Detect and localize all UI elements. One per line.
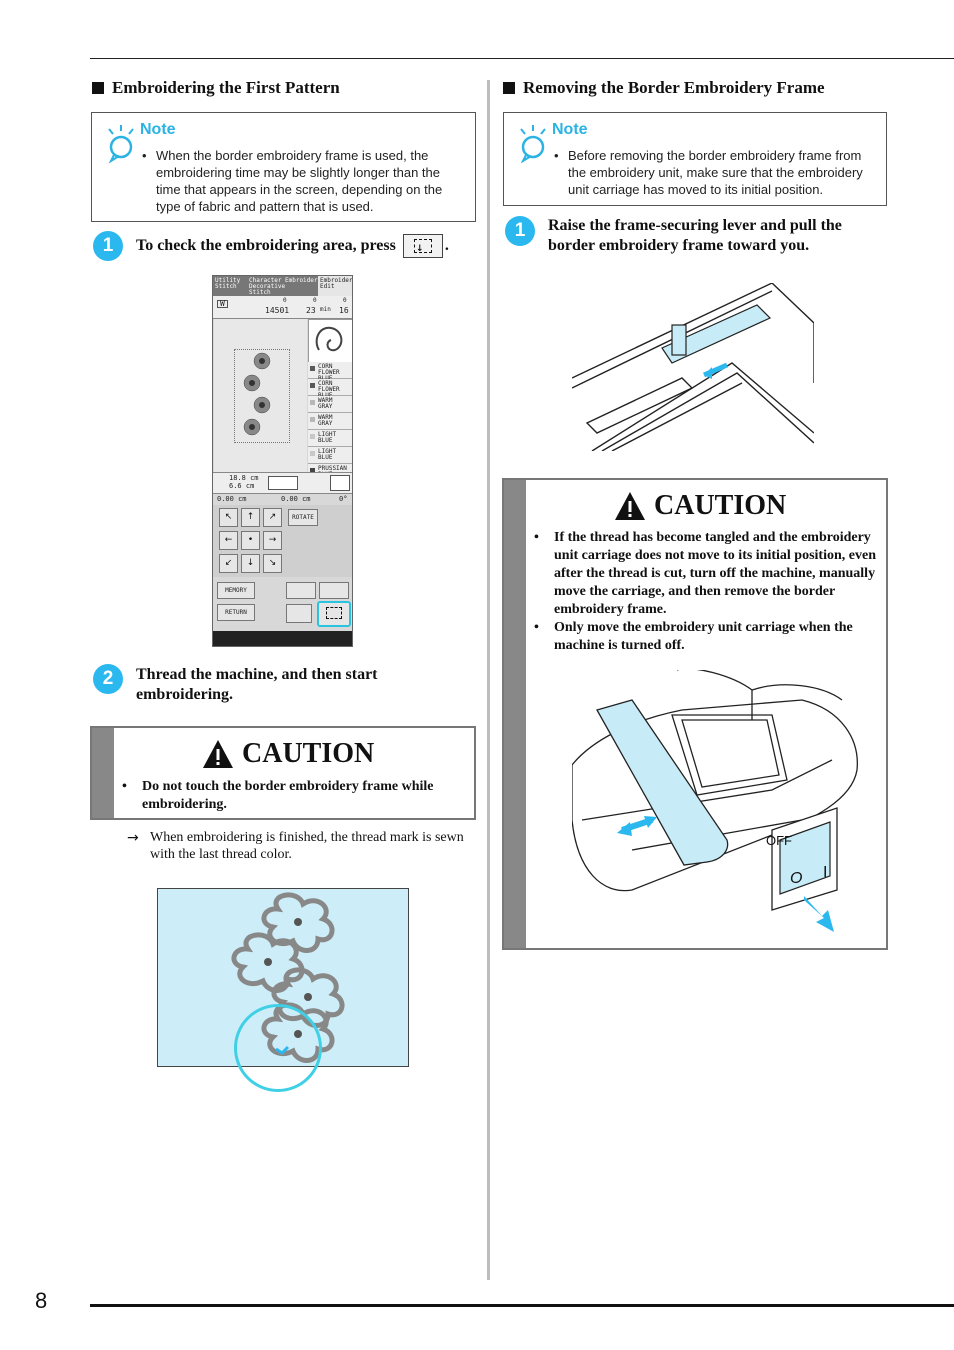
lightbulb-icon [108, 125, 134, 163]
column-divider [487, 80, 490, 1280]
thread-mark-highlight-circle [234, 1004, 322, 1092]
screen-tab-bar [213, 276, 352, 296]
caution-item: • Do not touch the border embroidery fra… [122, 779, 434, 812]
lightbulb-icon [520, 125, 546, 163]
presser-foot-icon: W [217, 300, 228, 308]
result-text: When embroidering is finished, the threa… [150, 830, 464, 862]
tab-character[interactable]: Character Decorative Stitch [249, 277, 286, 296]
stitch-zero: 0 [283, 297, 287, 304]
tension-button[interactable] [319, 582, 349, 599]
rotate-button[interactable]: ROTATE [288, 509, 318, 526]
caution-box-right: CAUTION • If the thread has become tangl… [502, 478, 888, 950]
sewing-machine-illustration [572, 670, 858, 932]
caution-title: CAUTION [202, 738, 374, 770]
move-up-right-button[interactable]: ↗ [263, 508, 282, 527]
swirl-icon [315, 326, 343, 352]
caution-item: • Only move the embroidery unit carriage… [534, 620, 853, 653]
note-item: • Before removing the border embroidery … [554, 148, 863, 197]
memory-button[interactable]: MEMORY [217, 582, 255, 599]
note-title: Note [140, 121, 176, 138]
caution-side-bar [92, 728, 114, 818]
move-center-button[interactable]: • [241, 531, 260, 550]
caution-item: • If the thread has become tangled and t… [534, 530, 876, 617]
move-up-button[interactable]: ↑ [241, 508, 260, 527]
angle-value: 0° [339, 495, 348, 503]
color-swatch [310, 468, 315, 473]
thread-cut-button[interactable] [286, 582, 316, 599]
color-row[interactable]: WARM GRAY [308, 413, 352, 430]
time-total: 23 [306, 306, 316, 315]
note-box-right: Note • Before removing the border embroi… [503, 112, 887, 206]
step-number-1: 1 [93, 231, 123, 261]
color-row[interactable]: WARM GRAY [308, 396, 352, 413]
check-area-button[interactable] [317, 601, 351, 627]
time-zero: 0 [313, 297, 317, 304]
switch-off-label: OFF [766, 833, 792, 848]
note-title: Note [552, 121, 588, 138]
caution-box-left: CAUTION • Do not touch the border embroi… [90, 726, 476, 820]
start-point-button[interactable] [286, 604, 312, 623]
check-area-key-icon: ↓ [402, 234, 443, 258]
bottom-rule [90, 1304, 954, 1307]
return-button[interactable]: RETURN [217, 604, 255, 621]
switch-off-symbol: O [790, 870, 803, 887]
color-zero: 0 [343, 297, 347, 304]
color-row[interactable]: CORN FLOWER BLUE [308, 379, 352, 399]
square-bullet-icon [503, 82, 515, 94]
step-1-text: To check the embroidering area, press ↓ … [136, 234, 449, 258]
step-1-text: Raise the frame-securing lever and pull … [548, 217, 842, 254]
move-down-left-button[interactable]: ↙ [219, 554, 238, 573]
note-item: • When the border embroidery frame is us… [142, 148, 443, 214]
frame-size-icon [268, 476, 298, 490]
step-number-2: 2 [93, 664, 123, 694]
tab-embroidery[interactable]: Embroidery [285, 277, 322, 284]
color-row[interactable]: LIGHT BLUE [308, 430, 352, 447]
color-count: 16 [339, 306, 349, 315]
move-down-button[interactable]: ↓ [241, 554, 260, 573]
color-swatch [310, 417, 315, 422]
section-heading-left: Embroidering the First Pattern [92, 78, 340, 98]
tab-utility[interactable]: Utility Stitch [215, 277, 241, 290]
frame-removal-illustration [572, 283, 814, 451]
caution-title: CAUTION [614, 490, 786, 522]
size-height: 18.8 cm [229, 474, 259, 482]
page-number: 8 [35, 1288, 48, 1313]
embroidery-screen: Utility Stitch Character Decorative Stit… [212, 275, 353, 647]
square-bullet-icon [92, 82, 104, 94]
warning-icon [615, 492, 645, 520]
color-list: CORN FLOWER BLUE CORN FLOWER BLUE WARM G… [308, 362, 352, 481]
section-heading-right: Removing the Border Embroidery Frame [503, 78, 825, 98]
step-2-text: Thread the machine, and then start embro… [136, 666, 378, 703]
move-down-right-button[interactable]: ↘ [263, 554, 282, 573]
warning-icon [203, 740, 233, 768]
move-left-button[interactable]: ← [219, 531, 238, 550]
counter-bar [213, 296, 352, 319]
color-swatch [310, 400, 315, 405]
pattern-preview [214, 319, 307, 479]
color-swatch [310, 383, 315, 388]
pattern-thumbnail [308, 319, 352, 363]
note-box-left: Note • When the border embroidery frame … [91, 112, 476, 222]
offset-y: 0.00 cm [281, 495, 311, 503]
frame-display-button[interactable] [330, 475, 350, 491]
color-swatch [310, 434, 315, 439]
time-unit: min [320, 306, 331, 313]
size-width: 6.6 cm [229, 482, 255, 490]
flower-pattern-icon [243, 352, 271, 436]
screen-footer-bar [213, 631, 352, 646]
color-swatch [310, 451, 315, 456]
stitch-count: 14501 [265, 306, 290, 315]
result-arrow-icon: → [127, 830, 139, 846]
color-row[interactable]: LIGHT BLUE [308, 447, 352, 464]
caution-side-bar [504, 480, 526, 948]
step-number-1: 1 [505, 216, 535, 246]
switch-on-symbol: I [823, 864, 828, 881]
top-rule [90, 58, 954, 59]
offset-x: 0.00 cm [217, 495, 247, 503]
color-row[interactable]: CORN FLOWER BLUE [308, 362, 352, 382]
move-right-button[interactable]: → [263, 531, 282, 550]
color-swatch [310, 366, 315, 371]
move-up-left-button[interactable]: ↖ [219, 508, 238, 527]
